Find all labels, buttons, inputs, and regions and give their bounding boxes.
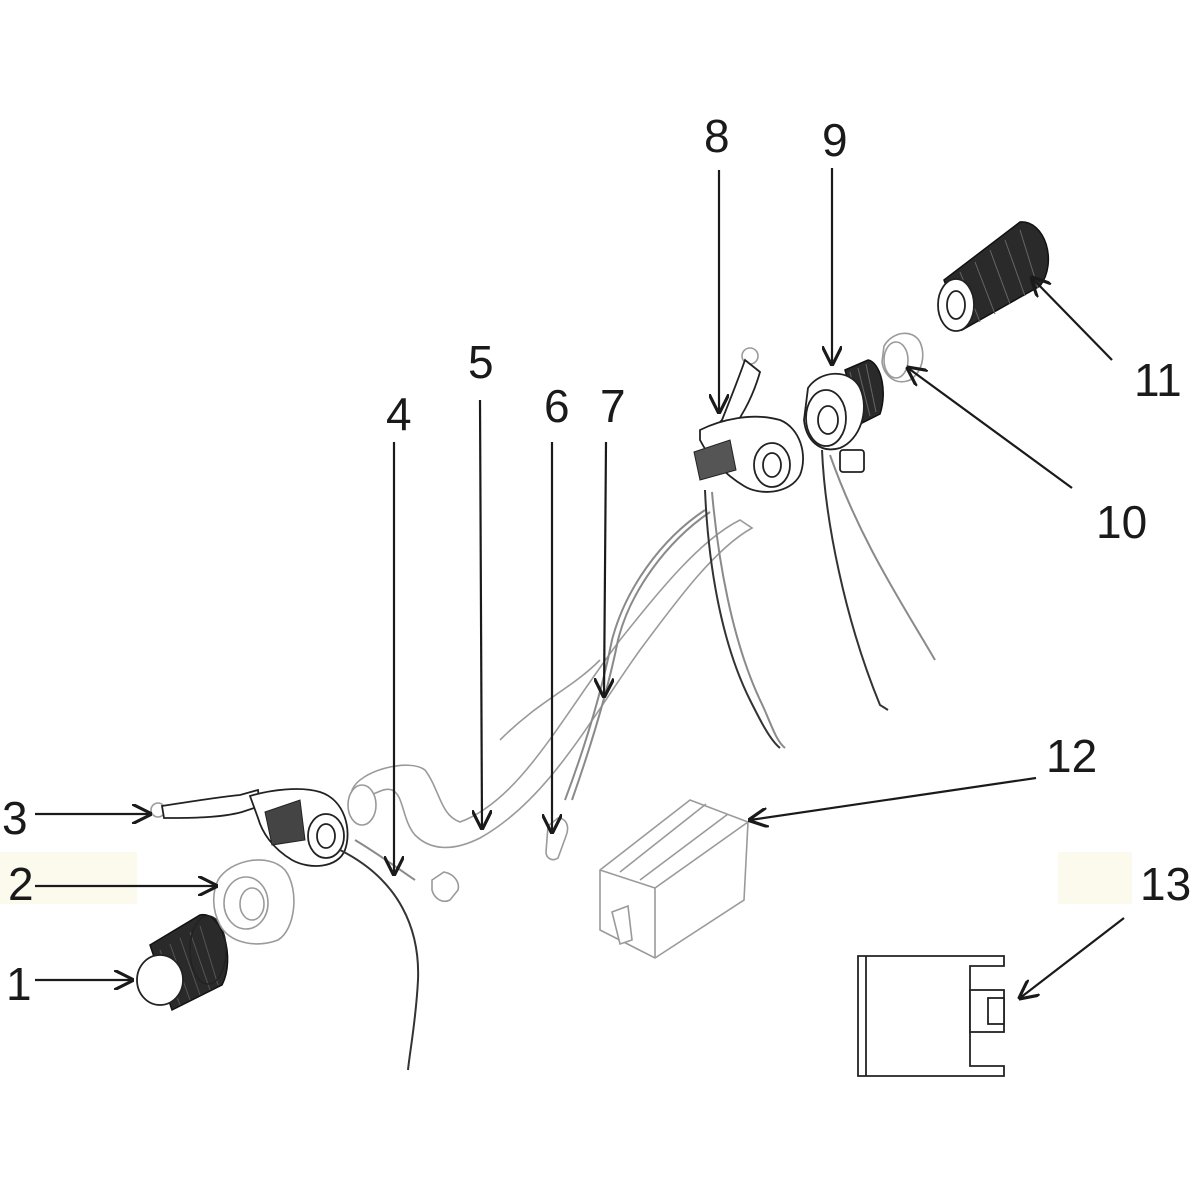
bracket-clip-icon[interactable] [857, 955, 1005, 1077]
callout-labels: 1 2 3 4 5 6 7 8 9 10 11 12 13 [2, 110, 1191, 1010]
callout-8: 8 [704, 110, 730, 162]
handlebar-icon[interactable] [347, 519, 754, 849]
callout-2: 2 [8, 858, 34, 910]
callout-5: 5 [468, 336, 494, 388]
right-grip-icon[interactable] [937, 221, 1050, 332]
callout-12: 12 [1046, 730, 1097, 782]
left-brake-cable-icon[interactable] [339, 839, 420, 1071]
right-brake-cable-icon[interactable] [564, 509, 711, 801]
callout-9: 9 [822, 114, 848, 166]
label-13-highlight [1058, 852, 1132, 904]
callout-1: 1 [6, 958, 32, 1010]
throttle-switch-icon[interactable] [803, 359, 884, 473]
callout-6: 6 [544, 380, 570, 432]
leader-lines [35, 168, 1125, 998]
left-brake-lever-icon[interactable] [150, 788, 349, 867]
left-grip-icon[interactable] [136, 914, 229, 1012]
callout-7: 7 [600, 380, 626, 432]
right-brake-lever-icon[interactable] [693, 347, 804, 493]
left-end-ring-icon[interactable] [212, 859, 295, 945]
right-control-cables-icon [704, 449, 936, 749]
controller-box-icon[interactable] [599, 799, 749, 959]
callout-4: 4 [386, 388, 412, 440]
callout-11: 11 [1134, 354, 1182, 406]
callout-3: 3 [2, 792, 28, 844]
callout-10: 10 [1096, 496, 1147, 548]
callout-13: 13 [1140, 858, 1191, 910]
label-2-highlight [0, 852, 137, 904]
